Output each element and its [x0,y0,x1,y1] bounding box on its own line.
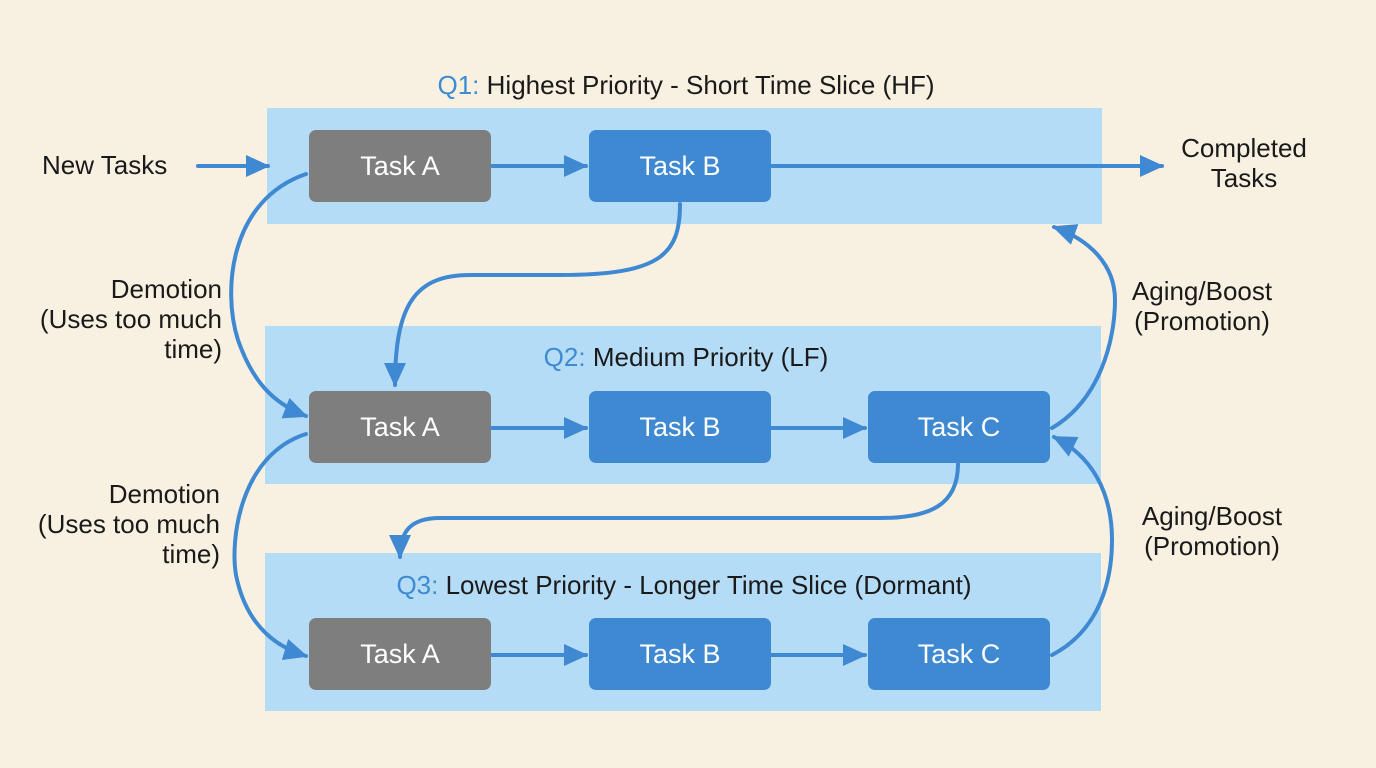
demotion-2-line-1: Demotion [108,479,220,509]
aging-label-1: Aging/Boost (Promotion) [1116,276,1288,336]
aging-2-line-2: (Promotion) [1144,531,1280,561]
aging-1-line-2: (Promotion) [1134,306,1270,336]
q3-id: Q3: [396,570,439,600]
q1-task-a: Task A [309,130,491,202]
q2-task-b: Task B [589,391,771,463]
aging-label-2: Aging/Boost (Promotion) [1126,501,1298,561]
q3-task-b: Task B [589,618,771,690]
q2-task-c: Task C [868,391,1050,463]
q1-b-to-q2-a-arrow [384,202,682,387]
q3-title: Q3: Lowest Priority - Longer Time Slice … [396,570,971,601]
demotion-1-line-2: (Uses too much [39,304,222,334]
q2-task-a: Task A [309,391,491,463]
q1-id: Q1: [437,70,480,100]
q1-title: Q1: Highest Priority - Short Time Slice … [437,70,934,101]
new-tasks-label: New Tasks [42,150,168,180]
aging-q2-q1-arrow [1050,224,1118,430]
q2-title: Q2: Medium Priority (LF) [544,342,829,373]
q1-task-b: Task B [589,130,771,202]
aging-2-line-1: Aging/Boost [1141,501,1283,531]
aging-1-line-1: Aging/Boost [1131,276,1273,306]
demotion-q2-q3-arrow [232,432,308,661]
demotion-2-line-3: time) [162,539,220,569]
aging-q3-q2-arrow [1050,435,1115,657]
demotion-2-line-2: (Uses too much [37,509,220,539]
q2-id: Q2: [543,342,586,372]
q3-task-c: Task C [868,618,1050,690]
demotion-label-2: Demotion (Uses too much time) [18,479,220,569]
completed-line-2: Tasks [1210,163,1278,193]
q2-c-to-q3-arrow [389,462,960,559]
q3-title-text: Lowest Priority - Longer Time Slice (Dor… [445,570,972,600]
completed-line-1: Completed [1181,133,1307,163]
q3-task-a: Task A [309,618,491,690]
demotion-1-line-1: Demotion [110,274,222,304]
q1-title-text: Highest Priority - Short Time Slice (HF) [486,70,935,100]
q2-title-text: Medium Priority (LF) [592,342,829,372]
completed-tasks-label: Completed Tasks [1166,133,1322,193]
demotion-1-line-3: time) [164,334,222,364]
demotion-label-1: Demotion (Uses too much time) [20,274,222,364]
demotion-q1-q2-arrow [229,172,308,419]
